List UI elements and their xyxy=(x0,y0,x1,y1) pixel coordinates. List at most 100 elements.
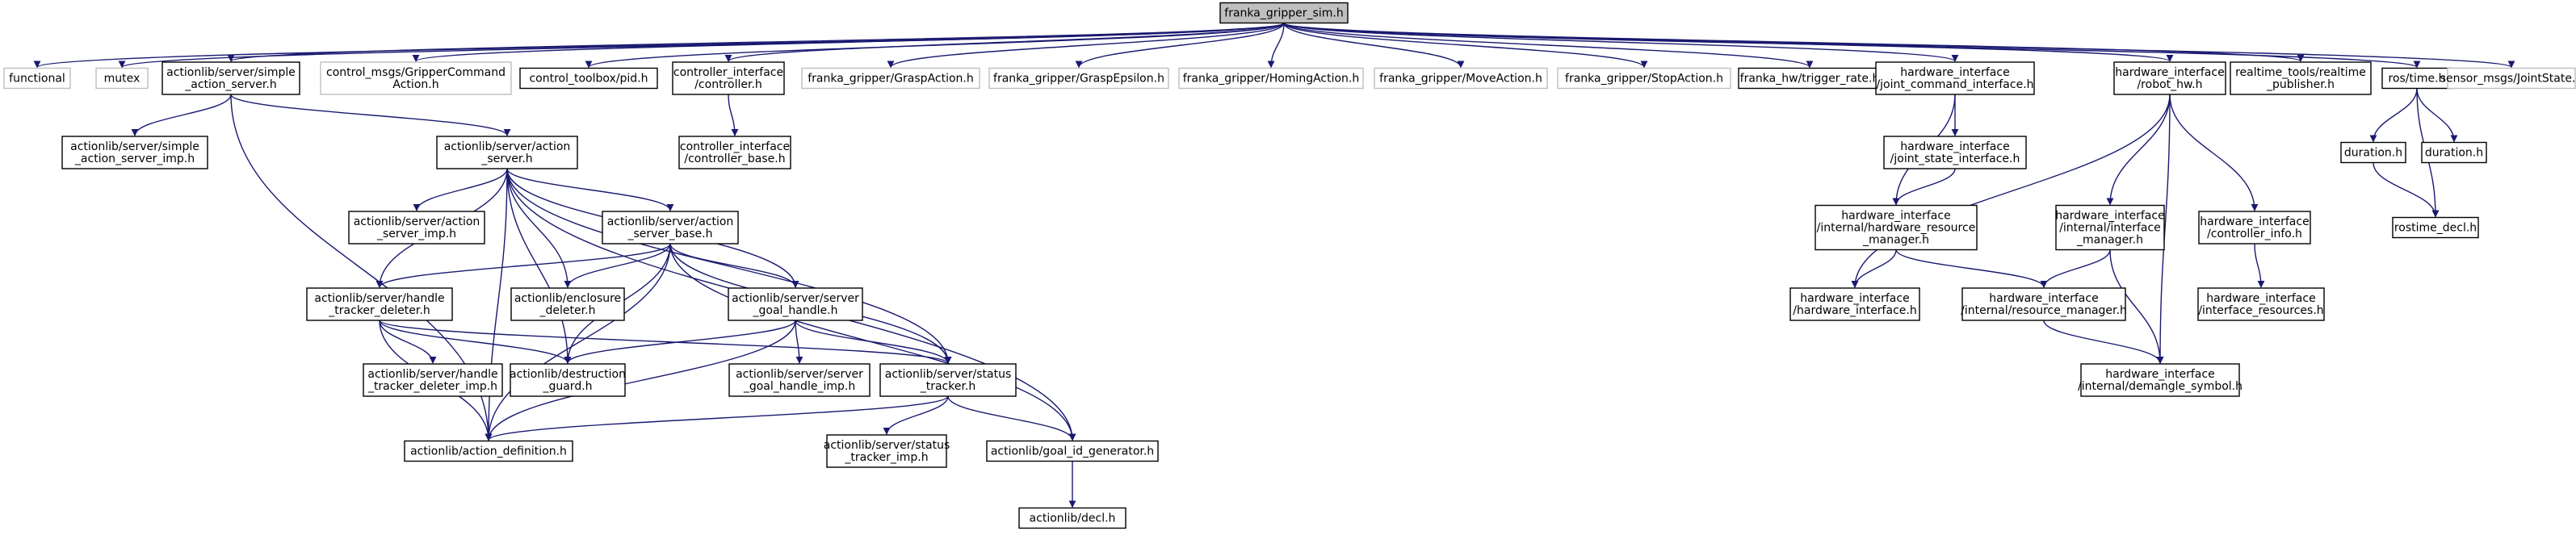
node-hw-interface[interactable]: hardware_interface/hardware_interface.h xyxy=(1789,287,1920,321)
node-rostime-decl[interactable]: rostime_decl.h xyxy=(2392,216,2479,239)
node-box xyxy=(404,440,573,462)
node-destruction-guard[interactable]: actionlib/destruction_guard.h xyxy=(510,363,626,397)
node-interface-resources[interactable]: hardware_interface/interface_resources.h xyxy=(2197,287,2325,321)
node-label-line: franka_gripper/StopAction.h xyxy=(1565,73,1723,86)
node-demangle-symbol[interactable]: hardware_interface/internal/demangle_sym… xyxy=(2078,363,2242,397)
node-label: actionlib/server/server_goal_handle.h xyxy=(732,292,859,317)
node-label-line: hardware_interface xyxy=(1900,66,2009,79)
node-interface-mgr[interactable]: hardware_interface/internal/interface_ma… xyxy=(2055,204,2165,251)
node-action-server-base[interactable]: actionlib/server/action_server_base.h xyxy=(602,211,739,245)
edge-action_server_base-to-handle_tracker_deleter xyxy=(375,243,671,288)
node-box xyxy=(986,440,1159,462)
edge-interface_mgr-to-resource_mgr xyxy=(2040,249,2111,288)
node-hw-resource-mgr[interactable]: hardware_interface/internal/hardware_res… xyxy=(1815,204,1978,251)
node-label-line: _goal_handle_imp.h xyxy=(743,380,855,393)
edge-root-to-functional xyxy=(34,22,1285,69)
node-label-line: actionlib/server/handle xyxy=(367,368,497,381)
node-label-line: /internal/demangle_symbol.h xyxy=(2078,380,2242,393)
node-root[interactable]: franka_gripper_sim.h xyxy=(1219,2,1349,24)
node-simple-action-server[interactable]: actionlib/server/simple_action_server.h xyxy=(162,61,300,95)
node-joint-state-msg: sensor_msgs/JointState.h xyxy=(2440,67,2576,90)
node-box xyxy=(602,211,739,245)
edge-handle_tracker_deleter-to-handle_tracker_deleter_imp xyxy=(379,320,437,364)
node-box xyxy=(2340,141,2406,164)
node-simple-action-server-imp[interactable]: actionlib/server/simple_action_server_im… xyxy=(61,136,208,169)
node-trigger-rate[interactable]: franka_hw/trigger_rate.h xyxy=(1738,67,1882,90)
node-label: franka_gripper/HomingAction.h xyxy=(1183,73,1360,86)
node-server-goal-handle-imp[interactable]: actionlib/server/server_goal_handle_imp.… xyxy=(728,363,871,397)
node-controller-base[interactable]: controller_interface/controller_base.h xyxy=(678,136,791,169)
node-joint-cmd-if[interactable]: hardware_interface/joint_command_interfa… xyxy=(1875,61,2035,95)
edge-ros_time-to-duration2 xyxy=(2416,88,2458,143)
node-label-line: hardware_interface xyxy=(2105,368,2214,381)
node-action-server[interactable]: actionlib/server/action_server.h xyxy=(436,136,578,169)
node-duration2[interactable]: duration.h xyxy=(2421,141,2487,164)
node-label: actionlib/server/action_server_base.h xyxy=(607,215,734,240)
node-ros-time[interactable]: ros/time.h xyxy=(2381,67,2452,90)
node-label: hardware_interface/robot_hw.h xyxy=(2115,66,2224,91)
node-duration1[interactable]: duration.h xyxy=(2340,141,2406,164)
node-handle-tracker-deleter[interactable]: actionlib/server/handle_tracker_deleter.… xyxy=(306,287,453,321)
node-goal-id-generator[interactable]: actionlib/goal_id_generator.h xyxy=(986,440,1159,462)
edge-hw_resource_mgr-to-resource_mgr xyxy=(1895,249,2048,288)
node-label: hardware_interface/joint_state_interface… xyxy=(1890,140,2020,165)
node-decl[interactable]: actionlib/decl.h xyxy=(1018,507,1126,529)
node-box xyxy=(1178,67,1364,90)
node-robot-hw[interactable]: hardware_interface/robot_hw.h xyxy=(2113,61,2226,95)
node-controller-if[interactable]: controller_interface/controller.h xyxy=(672,61,785,95)
node-box xyxy=(988,67,1169,90)
node-label-line: hardware_interface xyxy=(1900,140,2009,153)
node-label-line: _server_base.h xyxy=(627,228,712,240)
node-box xyxy=(510,287,625,321)
node-rt-publisher[interactable]: realtime_tools/realtime_publisher.h xyxy=(2230,61,2372,95)
node-label-line: actionlib/server/server xyxy=(736,368,863,381)
node-homing-action: franka_gripper/HomingAction.h xyxy=(1178,67,1364,90)
node-box xyxy=(162,61,300,95)
edge-action_server-to-destruction_guard xyxy=(506,168,572,364)
node-label: hardware_interface/internal/demangle_sym… xyxy=(2078,368,2242,393)
node-box xyxy=(2080,363,2240,397)
node-box xyxy=(1815,204,1978,251)
node-pid[interactable]: control_toolbox/pid.h xyxy=(519,67,658,90)
node-box xyxy=(1738,67,1882,90)
node-handle-tracker-deleter-imp[interactable]: actionlib/server/handle_tracker_deleter_… xyxy=(363,363,503,397)
edge-controller_info-to-interface_resources xyxy=(2254,243,2265,288)
node-server-goal-handle[interactable]: actionlib/server/server_goal_handle.h xyxy=(728,287,863,321)
node-joint-state-if[interactable]: hardware_interface/joint_state_interface… xyxy=(1883,136,2027,169)
node-action-server-imp[interactable]: actionlib/server/action_server_imp.h xyxy=(348,211,485,245)
node-status-tracker[interactable]: actionlib/server/status_tracker.h xyxy=(879,363,1017,397)
node-label-line: franka_gripper_sim.h xyxy=(1224,7,1343,20)
edge-root-to-move_action xyxy=(1283,23,1465,69)
node-label-line: controller_interface xyxy=(673,66,783,79)
edge-controller_if-to-controller_base xyxy=(728,94,739,136)
node-controller-info[interactable]: hardware_interface/controller_info.h xyxy=(2198,211,2311,245)
edge-robot_hw-to-demangle_symbol xyxy=(2156,94,2171,364)
node-action-definition[interactable]: actionlib/action_definition.h xyxy=(404,440,573,462)
node-label-line: actionlib/destruction xyxy=(510,368,626,381)
node-enclosure-deleter[interactable]: actionlib/enclosure_deleter.h xyxy=(510,287,625,321)
node-label-line: actionlib/server/simple xyxy=(166,66,296,79)
node-box xyxy=(2447,67,2576,90)
edge-interface_mgr-to-demangle_symbol xyxy=(2109,249,2164,364)
node-label: ros/time.h xyxy=(2389,73,2446,86)
node-label-line: _guard.h xyxy=(542,380,592,393)
edge-handle_tracker_deleter-to-destruction_guard xyxy=(379,320,572,364)
node-resource-mgr[interactable]: hardware_interface/internal/resource_man… xyxy=(1961,287,2127,321)
node-label-line: /robot_hw.h xyxy=(2137,78,2202,91)
node-label-line: actionlib/action_definition.h xyxy=(410,445,567,458)
node-box xyxy=(2421,141,2487,164)
node-label-line: _server_imp.h xyxy=(376,228,456,240)
node-label-line: control_toolbox/pid.h xyxy=(529,73,648,86)
node-label-line: franka_gripper/HomingAction.h xyxy=(1183,73,1360,86)
node-label-line: realtime_tools/realtime xyxy=(2235,66,2366,79)
node-label-line: actionlib/server/action xyxy=(444,140,571,153)
edge-root-to-trigger_rate xyxy=(1283,22,1814,69)
node-status-tracker-imp[interactable]: actionlib/server/status_tracker_imp.h xyxy=(824,434,950,468)
edge-root-to-mutex xyxy=(118,22,1285,69)
node-box xyxy=(510,363,626,397)
node-label-line: /controller_base.h xyxy=(684,153,785,165)
edge-root-to-controller_if xyxy=(724,22,1285,62)
edge-action_server-to-action_server_imp xyxy=(413,168,508,211)
